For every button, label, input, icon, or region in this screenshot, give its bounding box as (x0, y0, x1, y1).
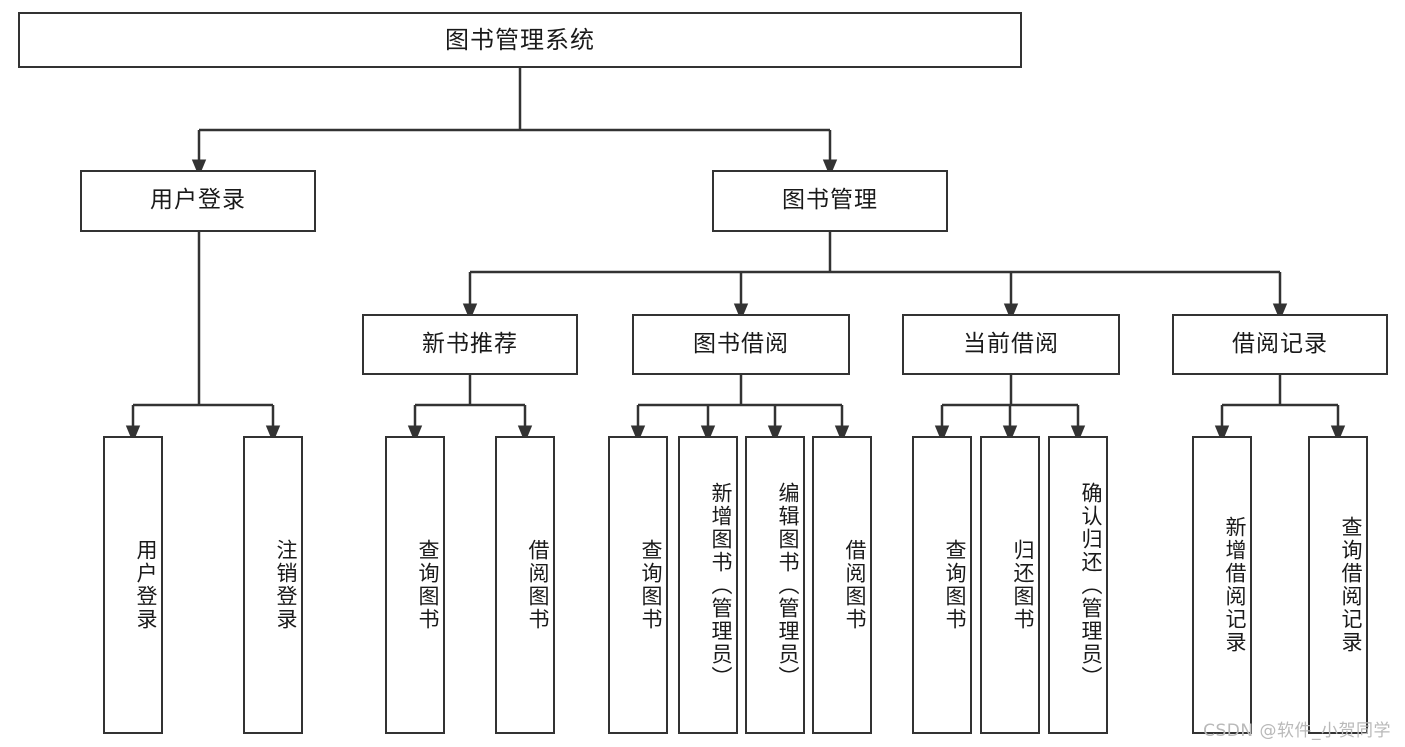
leaf-record-add-borrow-record[interactable]: 新增借阅记录 (1192, 436, 1252, 734)
leaf-borrow-edit-book-admin[interactable]: 编辑图书（管理员） (745, 436, 805, 734)
node-label: 新增图书（管理员） (709, 481, 733, 689)
node-label: 查询图书 (639, 539, 663, 631)
node-label: 图书管理 (782, 187, 878, 214)
node-label: 借阅记录 (1232, 330, 1328, 357)
node-book-management[interactable]: 图书管理 (712, 170, 948, 232)
leaf-user-login[interactable]: 用户登录 (103, 436, 163, 734)
leaf-logout[interactable]: 注销登录 (243, 436, 303, 734)
node-current-borrow[interactable]: 当前借阅 (902, 314, 1120, 375)
node-root-book-management-system[interactable]: 图书管理系统 (18, 12, 1022, 68)
node-label: 确认归还（管理员） (1079, 481, 1103, 689)
node-label: 新增借阅记录 (1223, 516, 1247, 654)
node-label: 借阅图书 (843, 539, 867, 631)
leaf-recommend-query-book[interactable]: 查询图书 (385, 436, 445, 734)
node-label: 当前借阅 (963, 330, 1059, 357)
leaf-current-return-book[interactable]: 归还图书 (980, 436, 1040, 734)
node-borrow-record[interactable]: 借阅记录 (1172, 314, 1388, 375)
node-label: 图书借阅 (693, 330, 789, 357)
node-label: 借阅图书 (526, 539, 550, 631)
leaf-record-query-borrow-record[interactable]: 查询借阅记录 (1308, 436, 1368, 734)
leaf-recommend-borrow-book[interactable]: 借阅图书 (495, 436, 555, 734)
node-user-login[interactable]: 用户登录 (80, 170, 316, 232)
leaf-current-confirm-return-admin[interactable]: 确认归还（管理员） (1048, 436, 1108, 734)
node-label: 用户登录 (150, 187, 246, 214)
node-label: 查询借阅记录 (1339, 516, 1363, 654)
node-book-borrow[interactable]: 图书借阅 (632, 314, 850, 375)
node-label: 图书管理系统 (445, 25, 595, 54)
leaf-current-query-book[interactable]: 查询图书 (912, 436, 972, 734)
node-label: 编辑图书（管理员） (776, 481, 800, 689)
node-label: 新书推荐 (422, 330, 518, 357)
node-label: 注销登录 (274, 539, 298, 631)
node-label: 用户登录 (134, 539, 158, 631)
node-label: 查询图书 (416, 539, 440, 631)
leaf-borrow-query-book[interactable]: 查询图书 (608, 436, 668, 734)
leaf-borrow-add-book-admin[interactable]: 新增图书（管理员） (678, 436, 738, 734)
node-label: 归还图书 (1011, 539, 1035, 631)
watermark: CSDN @软件_小贺同学 (1203, 721, 1391, 741)
leaf-borrow-borrow-book[interactable]: 借阅图书 (812, 436, 872, 734)
node-label: 查询图书 (943, 539, 967, 631)
node-new-book-recommend[interactable]: 新书推荐 (362, 314, 578, 375)
